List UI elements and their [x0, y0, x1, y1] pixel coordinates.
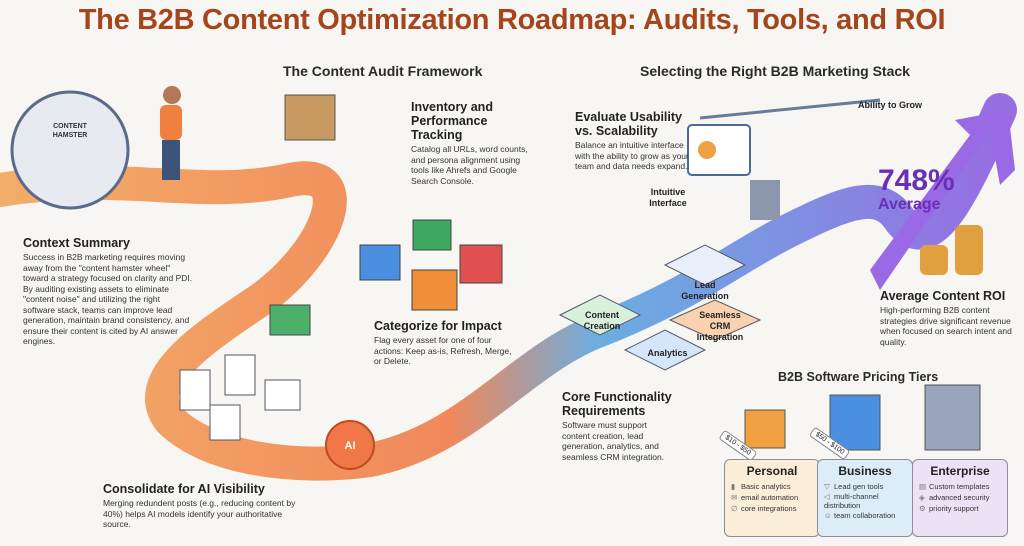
- bin-keep: [269, 304, 311, 336]
- feature-item: ✉email automation: [731, 493, 799, 502]
- feature-item: ▤Custom templates: [919, 482, 990, 491]
- feature-item: ∅core integrations: [731, 504, 797, 513]
- bar-chart-icon: ▮: [731, 482, 736, 491]
- inventory-block: Inventory and Performance Tracking Catal…: [411, 100, 539, 186]
- feature-item: ☺team collaboration: [824, 511, 896, 520]
- roi-caption: Average: [878, 196, 941, 213]
- bin-delete: [459, 244, 503, 284]
- context-title: Context Summary: [23, 236, 130, 250]
- roi-title: Average Content ROI: [880, 289, 1006, 303]
- tile-content: [558, 294, 642, 336]
- file-box: [284, 94, 336, 141]
- roi-block: Average Content ROI High-performing B2B …: [880, 289, 1020, 347]
- roi-text: High-performing B2B content strategies d…: [880, 305, 1012, 347]
- usability-text: Balance an intuitive interface with the …: [575, 140, 689, 171]
- roi-arrow: [870, 110, 1015, 290]
- feature-item: ▮Basic analytics: [731, 482, 791, 491]
- shield-icon: ◈: [919, 493, 925, 502]
- box-personal: [744, 409, 786, 449]
- tile-lead-gen: [663, 244, 747, 286]
- users-icon: ☺: [824, 511, 832, 520]
- context-text: Success in B2B marketing requires moving…: [23, 252, 193, 346]
- section-title-stack: Selecting the Right B2B Marketing Stack: [640, 63, 910, 79]
- feature-item: ◈advanced security: [919, 493, 990, 502]
- ai-brain: [325, 420, 375, 470]
- box-business: [829, 394, 881, 451]
- svg-text:HAMSTER: HAMSTER: [53, 132, 88, 139]
- paperclip-icon: ∅: [731, 504, 738, 513]
- tile-label-lead: Lead Generation: [681, 280, 729, 301]
- tier-card-personal[interactable]: Personal ▮Basic analytics ✉email automat…: [724, 459, 820, 537]
- tile-label-analytics: Analytics: [647, 348, 688, 358]
- tier-name: Enterprise: [930, 464, 990, 478]
- person-figure: [163, 86, 181, 104]
- template-icon: ▤: [919, 482, 927, 491]
- consolidate-text: Merging redundent posts (e.g., reducing …: [103, 498, 296, 529]
- tier-card-enterprise[interactable]: Enterprise ▤Custom templates ◈advanced s…: [912, 459, 1008, 537]
- svg-text:AI: AI: [345, 440, 356, 452]
- scale-monitor: [687, 124, 751, 176]
- roi-value: 748%: [878, 164, 955, 197]
- svg-text:CONTENT: CONTENT: [53, 123, 88, 130]
- inventory-title: Inventory and Performance Tracking: [411, 100, 493, 142]
- core-block: Core Functionality Requirements Software…: [562, 390, 672, 462]
- gear-icon: ⚙: [919, 504, 926, 513]
- bin-refresh: [359, 244, 401, 281]
- section-title-audit: The Content Audit Framework: [283, 63, 483, 79]
- bin-merge: [411, 269, 458, 311]
- tier-name: Personal: [746, 464, 798, 478]
- tile-label-crm: Seamless CRM Integration: [696, 310, 744, 342]
- safe-enterprise: [924, 384, 981, 451]
- pricing-title: B2B Software Pricing Tiers: [778, 370, 939, 384]
- inventory-text: Catalog all URLs, word counts, and perso…: [411, 144, 528, 186]
- intuitive-label: Intuitive Interface: [649, 187, 687, 208]
- core-text: Software must support content creation, …: [562, 420, 665, 462]
- tier-name: Business: [838, 464, 892, 478]
- feature-item: ⚙priority support: [919, 504, 979, 513]
- page-title: The B2B Content Optimization Roadmap: Au…: [78, 4, 946, 36]
- usability-title: Evaluate Usability vs. Scalability: [575, 110, 682, 138]
- grow-label: Ability to Grow: [858, 100, 922, 110]
- coin-stacks: [920, 225, 983, 275]
- funnel-icon: ▽: [824, 482, 830, 491]
- categorize-block: Categorize for Impact Flag every asset f…: [374, 319, 514, 367]
- tile-label-content: Content Creation: [583, 310, 621, 331]
- envelope-icon: ✉: [731, 493, 738, 502]
- consolidate-title: Consolidate for AI Visibility: [103, 482, 265, 496]
- feature-item: ◁multi-channel distribution: [824, 492, 879, 510]
- hamster-wheel: [10, 90, 130, 210]
- feature-item: ▽Lead gen tools: [824, 482, 884, 491]
- consolidate-block: Consolidate for AI Visibility Merging re…: [103, 482, 303, 530]
- context-summary: Context Summary Success in B2B marketing…: [23, 236, 193, 347]
- tier-card-business[interactable]: Business ▽Lead gen tools ◁multi-channel …: [817, 459, 913, 537]
- usability-block: Evaluate Usability vs. Scalability Balan…: [575, 110, 690, 172]
- core-title: Core Functionality Requirements: [562, 390, 672, 418]
- roi-figure: 748% Average: [878, 166, 955, 214]
- tile-analytics: [623, 329, 707, 371]
- categorize-title: Categorize for Impact: [374, 319, 502, 333]
- categorize-text: Flag every asset for one of four actions…: [374, 335, 512, 366]
- megaphone-icon: ◁: [824, 492, 830, 501]
- tile-crm: [668, 299, 762, 341]
